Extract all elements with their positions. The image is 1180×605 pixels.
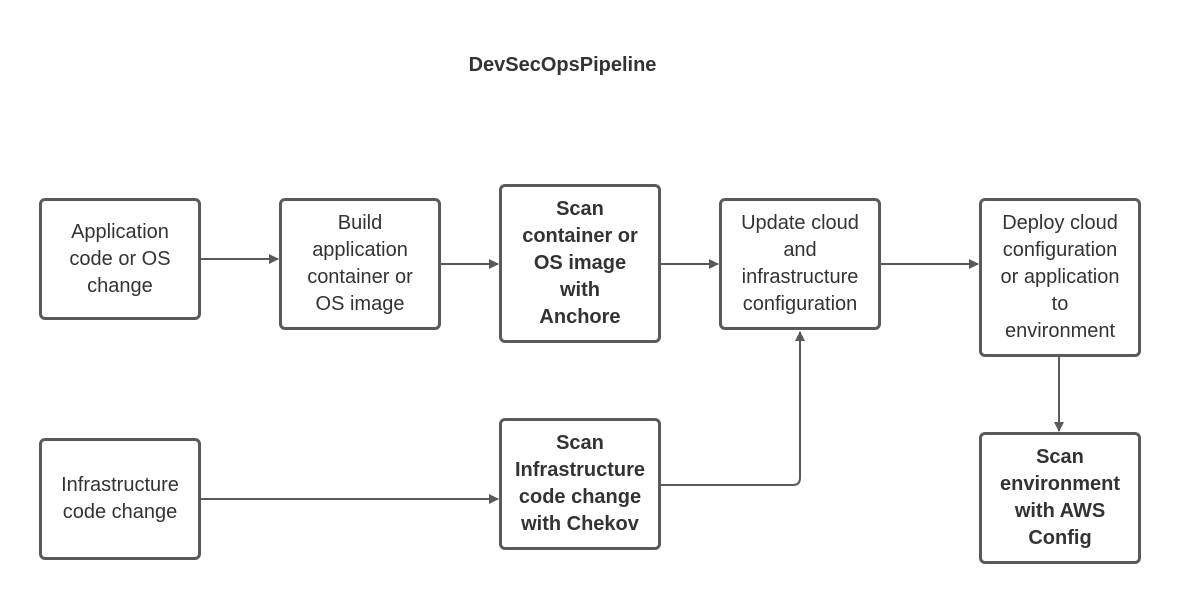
node-update-config: Update cloud and infrastructure configur… — [719, 198, 881, 330]
node-scan-aws-config: Scan environment with AWS Config — [979, 432, 1141, 564]
edge-chekov-to-update — [661, 331, 805, 486]
node-infra-change: Infrastructure code change — [39, 438, 201, 560]
node-app-change: Application code or OS change — [39, 198, 201, 320]
diagram-title: DevSecOpsPipeline — [468, 54, 657, 76]
node-scan-anchore: Scan container or OS image with Anchore — [499, 184, 661, 343]
node-build-image: Build application container or OS image — [279, 198, 441, 330]
node-deploy: Deploy cloud configuration or applicatio… — [979, 198, 1141, 357]
node-scan-chekov: Scan Infrastructure code change with Che… — [499, 418, 661, 550]
